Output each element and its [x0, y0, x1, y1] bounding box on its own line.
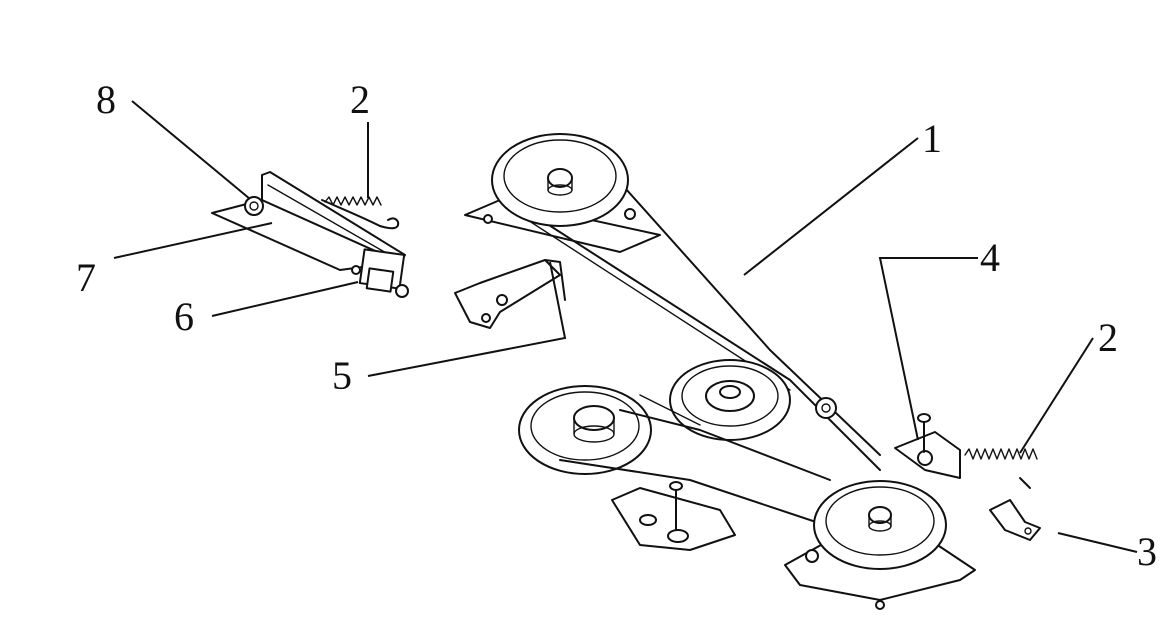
callout-6: 6: [174, 294, 194, 339]
callout-labels: 8 2 1 4 7 6 2 5 3: [76, 77, 1157, 574]
leader-6: [211, 281, 359, 317]
leader-5: [367, 261, 567, 377]
leader-lines: [113, 100, 1138, 553]
leader-1: [743, 137, 919, 276]
lower-mount-plate: [611, 481, 736, 551]
bolt-head-4: [917, 413, 931, 423]
left-bracket-assembly: [211, 171, 409, 298]
leader-8: [131, 100, 251, 200]
callout-3: 3: [1137, 529, 1157, 574]
leader-7: [113, 222, 273, 259]
callout-2a: 2: [350, 77, 370, 122]
lower-belts: [559, 394, 841, 531]
callout-8: 8: [96, 77, 116, 122]
middle-idler-pulley: [669, 359, 837, 441]
switch-plunger: [395, 284, 409, 298]
nut-8: [244, 196, 264, 216]
top-pulley: [491, 133, 629, 227]
right-spring-bracket: [894, 413, 1041, 541]
switch-body: [365, 267, 395, 293]
right-lower-pulley: [784, 480, 976, 610]
leader-4: [878, 257, 978, 441]
leader-2b: [1019, 337, 1094, 454]
leader-3: [1057, 532, 1138, 553]
spring-right: [964, 448, 1038, 460]
callout-5: 5: [332, 353, 352, 398]
callout-2b: 2: [1098, 315, 1118, 360]
callout-4: 4: [980, 235, 1000, 280]
callout-7: 7: [76, 255, 96, 300]
clip-3: [989, 499, 1041, 541]
left-lower-pulley: [518, 385, 652, 475]
callout-1: 1: [922, 116, 942, 161]
arm-bracket: [454, 259, 561, 329]
spring-left: [321, 199, 381, 227]
bolt-nut-4: [917, 450, 933, 466]
